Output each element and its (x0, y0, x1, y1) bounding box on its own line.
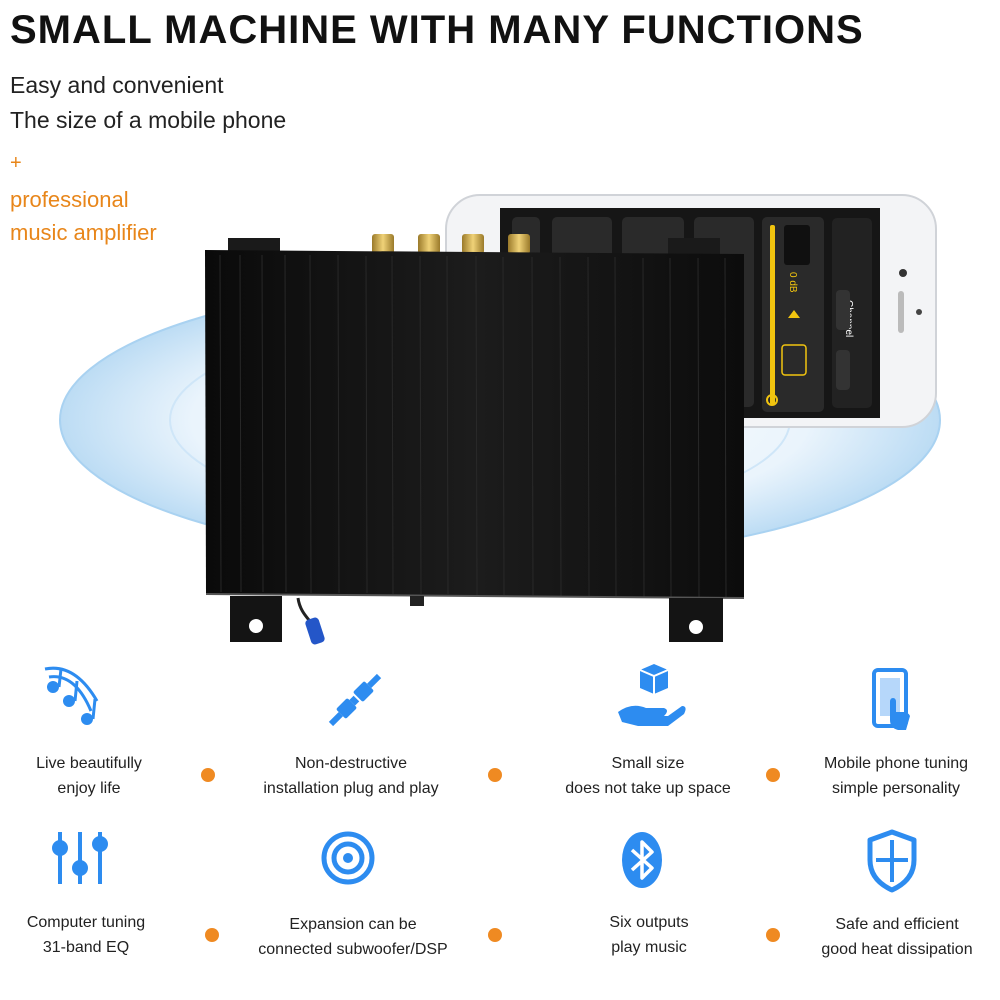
product-hero-image: 0 dB Channel (59, 194, 941, 645)
feature-six-outputs: Six outputs play music (609, 914, 689, 956)
separator-dot (488, 768, 502, 782)
mounting-tab-left (230, 596, 282, 642)
feature-live-beautifully: Live beautifully enjoy life (36, 755, 142, 797)
separator-dot (488, 928, 502, 942)
feature-expansion: Expansion can be connected subwoofer/DSP (258, 916, 448, 958)
feature-safe-efficient: Safe and efficient good heat dissipation (821, 916, 973, 958)
headline: SMALL MACHINE WITH MANY FUNCTIONS (10, 8, 864, 52)
feature-computer-tuning: Computer tuning 31-band EQ (26, 914, 146, 956)
highlight-line-2: music amplifier (10, 220, 157, 245)
target-rings-icon (321, 831, 375, 885)
feature-small-size: Small size does not take up space (565, 755, 731, 797)
music-notes-icon (44, 666, 99, 725)
separator-dot (201, 768, 215, 782)
separator-dot (766, 928, 780, 942)
mounting-tab-right (669, 598, 723, 642)
shield-icon (867, 829, 917, 893)
subtitle-line-1: Easy and convenient (10, 72, 224, 98)
rca-connectors (372, 234, 530, 254)
subtitle-line-2: The size of a mobile phone (10, 107, 287, 133)
separator-dot (766, 768, 780, 782)
audio-cable-icon (328, 673, 382, 727)
amplifier-body (205, 250, 745, 599)
bluetooth-icon (622, 832, 662, 888)
volume-readout: 0 dB (787, 272, 798, 293)
feature-mobile-phone-tuning: Mobile phone tuning simple personality (823, 755, 969, 797)
hand-box-icon (618, 664, 686, 726)
equalizer-sliders-icon (52, 832, 108, 884)
feature-non-destructive: Non-destructive installation plug and pl… (263, 755, 439, 797)
blue-cable (296, 597, 325, 645)
phone-touch-icon (872, 668, 910, 730)
plus-sign: + (10, 152, 22, 174)
highlight-line-1: professional (10, 187, 129, 212)
separator-dot (205, 928, 219, 942)
